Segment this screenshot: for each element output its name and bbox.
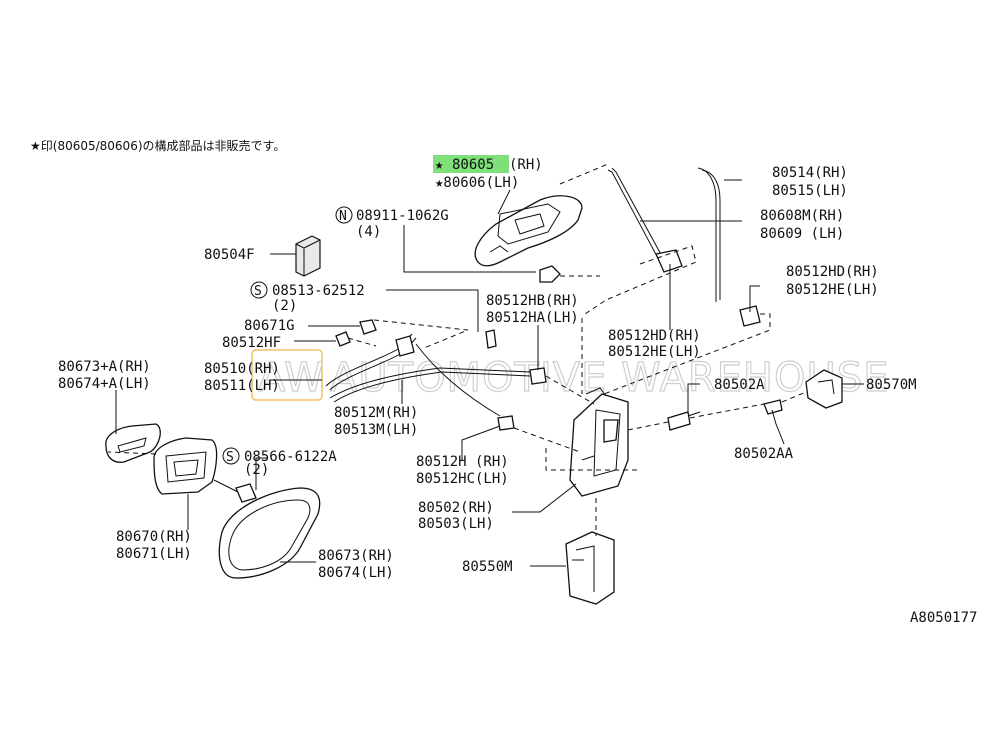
label-80511[interactable]: 80511(LH) xyxy=(204,378,280,394)
label-80673a[interactable]: 80673+A(RH) xyxy=(58,359,151,375)
door-lock-assembly[interactable] xyxy=(569,387,629,497)
label-80512hf[interactable]: 80512HF xyxy=(222,335,281,351)
label-80512hb[interactable]: 80512HB(RH) xyxy=(486,293,579,309)
label-80502aa[interactable]: 80502AA xyxy=(734,446,794,462)
label-80673[interactable]: 80673(RH) xyxy=(318,548,394,564)
bezel-80673[interactable] xyxy=(218,487,321,579)
label-80512ha[interactable]: 80512HA(LH) xyxy=(486,310,579,326)
label-80514[interactable]: 80514(RH) xyxy=(772,165,848,181)
label-star-icon: ★ xyxy=(435,157,444,173)
striker-80570m[interactable] xyxy=(805,369,843,409)
label-80674a[interactable]: 80674+A(LH) xyxy=(58,376,151,392)
clip-08911[interactable] xyxy=(539,265,561,283)
clip-80512h[interactable] xyxy=(497,415,515,431)
label-80670[interactable]: 80670(RH) xyxy=(116,529,192,545)
label-80502[interactable]: 80502(RH) xyxy=(418,500,494,516)
label-80605[interactable]: 80605 xyxy=(452,157,494,173)
label-80609[interactable]: 80609 (LH) xyxy=(760,226,844,242)
outer-handle-part[interactable] xyxy=(474,195,583,267)
escutcheon-80673a[interactable] xyxy=(105,423,161,463)
label-08513[interactable]: 08513-62512 xyxy=(272,283,365,299)
label-08911-qty: (4) xyxy=(356,224,381,240)
label-80671g[interactable]: 80671G xyxy=(244,318,295,334)
watermark: AW AUTOMOTIVE WAREHOUSE xyxy=(251,349,889,402)
label-80512h[interactable]: 80512H (RH) xyxy=(416,454,509,470)
label-80512m[interactable]: 80512M(RH) xyxy=(334,405,418,421)
lock-cover-80550m[interactable] xyxy=(565,531,615,605)
label-80503[interactable]: 80503(LH) xyxy=(418,516,494,532)
screw-symbol-s2 xyxy=(222,447,240,465)
label-80570m[interactable]: 80570M xyxy=(866,377,917,393)
watermark-logo-text: AW xyxy=(258,355,325,401)
label-80608m[interactable]: 80608M(RH) xyxy=(760,208,844,224)
nut-symbol-n xyxy=(335,206,353,224)
label-80513m[interactable]: 80513M(LH) xyxy=(334,422,418,438)
label-08566-qty: (2) xyxy=(244,462,269,478)
label-80512he-mid[interactable]: 80512HE(LH) xyxy=(608,344,701,360)
screw-symbol-s1 xyxy=(250,281,268,299)
label-80605-rh: (RH) xyxy=(509,157,543,173)
rod-80510[interactable] xyxy=(325,333,417,391)
screw-08566[interactable] xyxy=(213,479,257,503)
bolt-80502a[interactable] xyxy=(667,411,701,431)
label-80550m[interactable]: 80550M xyxy=(462,559,513,575)
non-sale-note: ★印(80605/80606)の構成部品は非販売です。 xyxy=(30,138,285,153)
label-08911[interactable]: 08911-1062G xyxy=(356,208,449,224)
label-80606[interactable]: ★80606(LH) xyxy=(435,175,519,191)
watermark-text: AUTOMOTIVE WAREHOUSE xyxy=(330,355,889,401)
clip-80512hb[interactable] xyxy=(529,367,547,385)
label-80502a[interactable]: 80502A xyxy=(714,377,765,393)
screw-symbol-s1-letter: S xyxy=(254,284,262,299)
clip-80671g[interactable] xyxy=(359,319,377,335)
screw-08513[interactable] xyxy=(485,329,497,349)
label-80515[interactable]: 80515(LH) xyxy=(772,183,848,199)
nut-symbol-n-letter: N xyxy=(339,209,347,224)
rod-80514[interactable] xyxy=(697,167,761,327)
rod-80512m[interactable] xyxy=(329,343,531,417)
label-80512hd-top[interactable]: 80512HD(RH) xyxy=(786,264,879,280)
pad-80504f[interactable] xyxy=(295,235,321,277)
clip-80512hf[interactable] xyxy=(335,331,351,347)
label-80512hd-mid[interactable]: 80512HD(RH) xyxy=(608,328,701,344)
label-80512he-top[interactable]: 80512HE(LH) xyxy=(786,282,879,298)
label-80512hc[interactable]: 80512HC(LH) xyxy=(416,471,509,487)
screw-80502aa[interactable] xyxy=(763,399,783,425)
labels: ★ 80605 (RH) ★80606(LH) 80514(RH) 80515(… xyxy=(58,157,977,626)
label-80510[interactable]: 80510(RH) xyxy=(204,361,280,377)
inner-handle-80670[interactable] xyxy=(153,437,218,495)
label-08566[interactable]: 08566-6122A xyxy=(244,449,337,465)
label-80674[interactable]: 80674(LH) xyxy=(318,565,394,581)
label-08513-qty: (2) xyxy=(272,298,297,314)
label-80671[interactable]: 80671(LH) xyxy=(116,546,192,562)
highlight-80605 xyxy=(433,155,509,173)
screw-symbol-s2-letter: S xyxy=(226,450,234,465)
figure-id: A8050177 xyxy=(910,610,977,626)
rod-80608m[interactable] xyxy=(607,167,683,273)
leader-lines xyxy=(107,163,864,567)
label-80504f[interactable]: 80504F xyxy=(204,247,255,263)
